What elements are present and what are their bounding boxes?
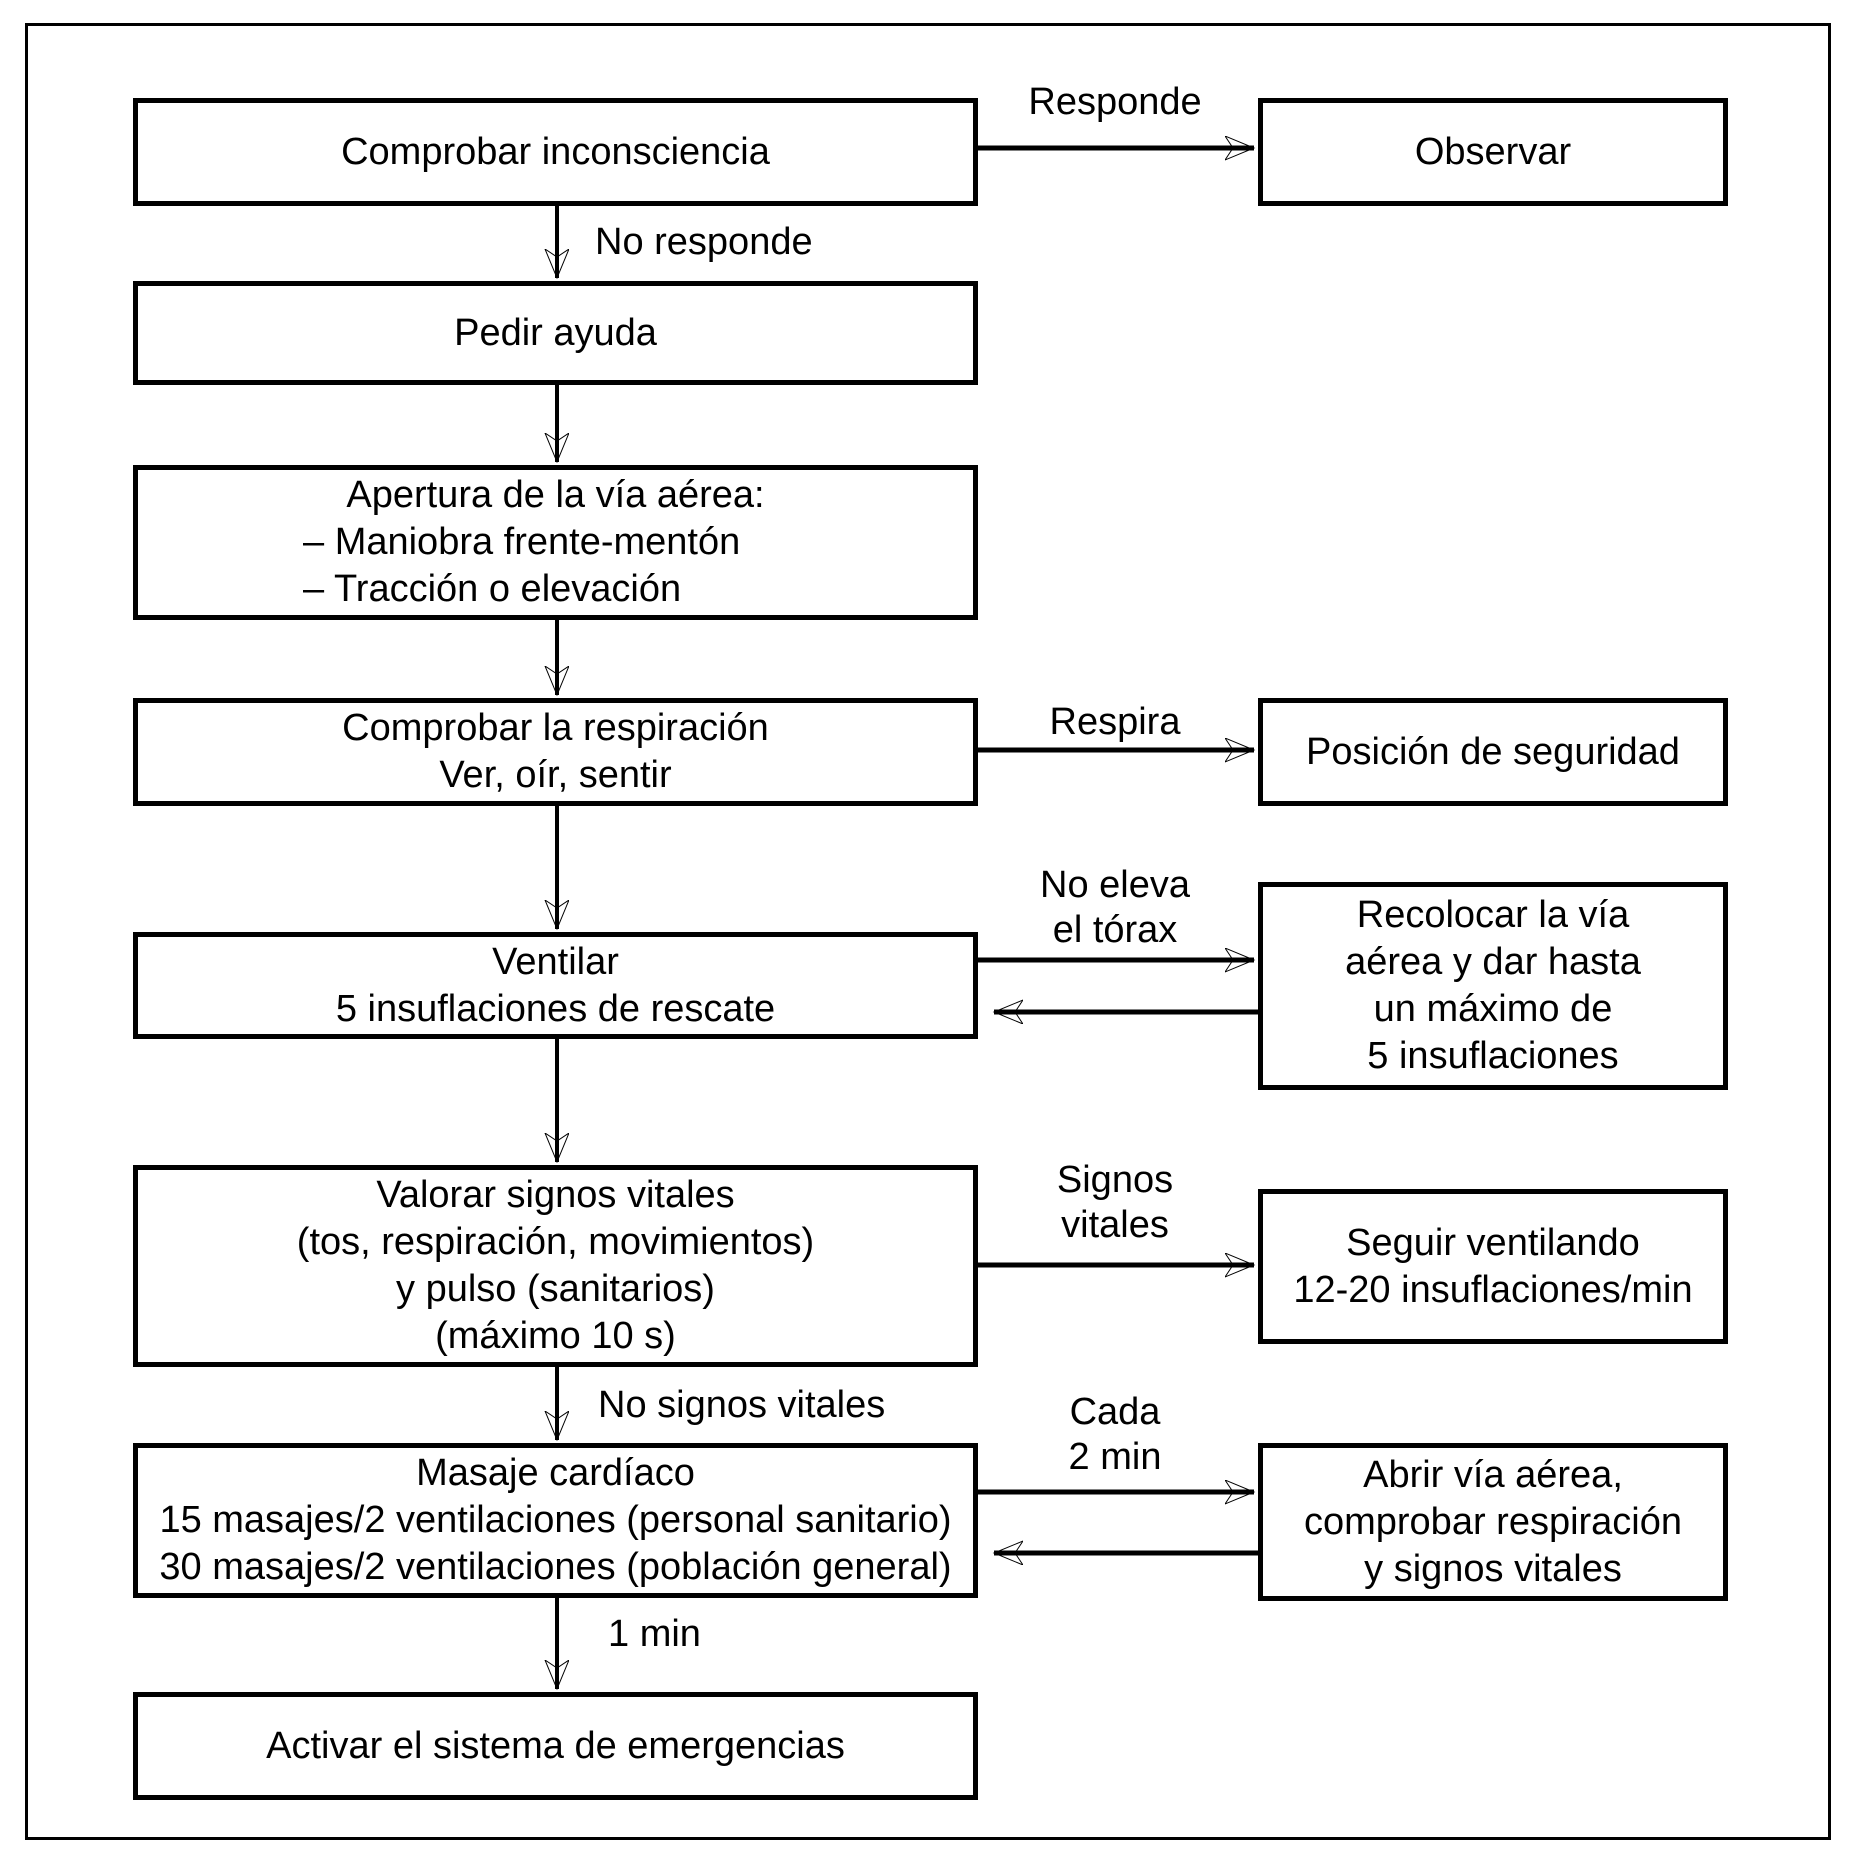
node-label: Comprobar la respiración Ver, oír, senti… bbox=[342, 707, 769, 796]
node-activar-emergencias: Activar el sistema de emergencias bbox=[133, 1692, 978, 1800]
node-label: Pedir ayuda bbox=[454, 311, 657, 354]
node-comprobar-inconsciencia: Comprobar inconsciencia bbox=[133, 98, 978, 206]
edge-label-respira: Respira bbox=[1049, 701, 1181, 743]
node-label: Masaje cardíaco 15 masajes/2 ventilacion… bbox=[159, 1452, 952, 1588]
node-label: Valorar signos vitales (tos, respiración… bbox=[296, 1174, 815, 1357]
node-apertura-via-aerea: Apertura de la vía aérea: – Maniobra fre… bbox=[133, 465, 978, 620]
node-ventilar: Ventilar 5 insuflaciones de rescate bbox=[133, 932, 978, 1039]
node-label: Seguir ventilando 12-20 insuflaciones/mi… bbox=[1293, 1221, 1693, 1311]
node-pedir-ayuda: Pedir ayuda bbox=[133, 281, 978, 385]
node-label: Activar el sistema de emergencias bbox=[266, 1724, 845, 1767]
node-observar: Observar bbox=[1258, 98, 1728, 206]
node-label: Observar bbox=[1414, 130, 1572, 173]
node-list-item: – Maniobra frente-mentón bbox=[303, 521, 741, 563]
edge-label-responde: Responde bbox=[1028, 81, 1202, 123]
edge-label-cada-2-min: Cada 2 min bbox=[1068, 1391, 1162, 1478]
outer-border bbox=[25, 23, 1831, 1840]
edge-label-no-eleva-torax: No eleva el tórax bbox=[1040, 864, 1190, 951]
node-comprobar-respiracion: Comprobar la respiración Ver, oír, senti… bbox=[133, 698, 978, 806]
edge-label-signos-vitales: Signos vitales bbox=[1056, 1159, 1174, 1246]
node-label: Comprobar inconsciencia bbox=[341, 130, 770, 173]
node-masaje-cardiaco: Masaje cardíaco 15 masajes/2 ventilacion… bbox=[133, 1443, 978, 1598]
node-recolocar-via-aerea: Recolocar la vía aérea y dar hasta un má… bbox=[1258, 882, 1728, 1090]
node-title: Apertura de la vía aérea: bbox=[346, 474, 765, 516]
node-label: Posición de seguridad bbox=[1306, 730, 1680, 773]
edge-label-1-min: 1 min bbox=[608, 1613, 701, 1655]
node-valorar-signos-vitales: Valorar signos vitales (tos, respiración… bbox=[133, 1165, 978, 1367]
node-label: Ventilar 5 insuflaciones de rescate bbox=[335, 940, 776, 1030]
edge-label-no-signos-vitales: No signos vitales bbox=[598, 1384, 886, 1426]
edge-label-no-responde: No responde bbox=[595, 221, 813, 263]
node-label: Recolocar la vía aérea y dar hasta un má… bbox=[1345, 894, 1641, 1077]
node-posicion-seguridad: Posición de seguridad bbox=[1258, 698, 1728, 806]
node-list-item: – Tracción o elevación bbox=[303, 568, 682, 610]
node-label: Abrir vía aérea, comprobar respiración y… bbox=[1303, 1453, 1683, 1590]
node-abrir-via-aerea: Abrir vía aérea, comprobar respiración y… bbox=[1258, 1443, 1728, 1601]
node-seguir-ventilando: Seguir ventilando 12-20 insuflaciones/mi… bbox=[1258, 1189, 1728, 1344]
